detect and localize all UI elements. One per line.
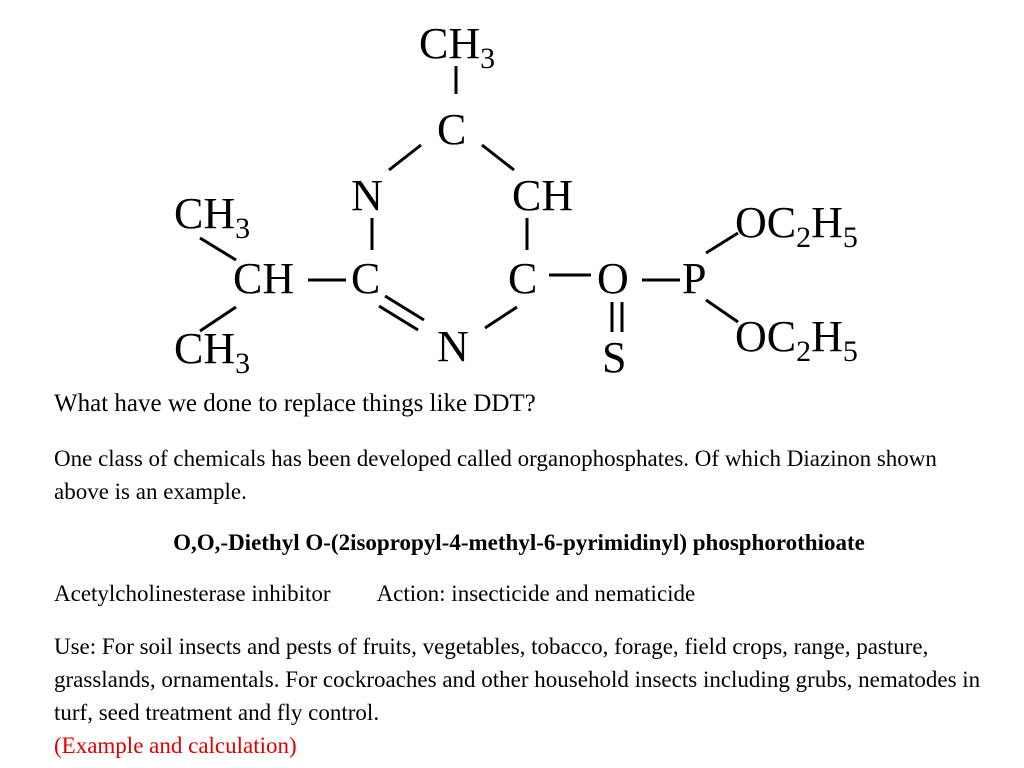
atom-isopropyl-methyl-top: CH3 xyxy=(174,189,250,245)
atom-isopropyl-methyl-bottom: CH3 xyxy=(174,324,250,380)
atom-ring-ch-right: CH xyxy=(512,171,573,220)
intro-paragraph: One class of chemicals has been develope… xyxy=(54,446,937,504)
atom-ethoxy-top: OC2H5 xyxy=(735,198,858,254)
atom-ethoxy-bottom: OC2H5 xyxy=(735,312,858,368)
atom-ring-c-left: C xyxy=(351,254,380,303)
atom-sulfur: S xyxy=(602,333,626,382)
iupac-name: O,O,-Diethyl O-(2isopropyl-4-methyl-6-py… xyxy=(173,530,865,555)
bond-c-left-n-bottom-2 xyxy=(378,304,419,332)
atom-ring-n-left: N xyxy=(351,171,383,220)
bond-n-bottom-c-right xyxy=(484,305,518,330)
use-paragraph: Use: For soil insects and pests of fruit… xyxy=(54,630,984,762)
bond-ch-methyl-top xyxy=(199,236,237,262)
example-link[interactable]: (Example and calculation) xyxy=(54,733,297,758)
atom-phosphorus: P xyxy=(682,254,706,303)
bond-p-ethoxy-top xyxy=(705,231,739,255)
atom-isopropyl-ch: CH xyxy=(233,254,294,303)
bond-c-left-n-bottom-1 xyxy=(384,294,425,322)
bond-c-top-ch-right xyxy=(481,143,515,172)
diazinon-structure: CH3 C N CH C C N CH3 CH CH3 O P S OC2H5 … xyxy=(174,19,858,382)
atom-ester-o: O xyxy=(597,254,629,303)
atom-ring-c-top: C xyxy=(437,105,466,154)
bond-p-ethoxy-bottom xyxy=(705,298,739,324)
action-label: Action: insecticide and nematicide xyxy=(376,581,696,606)
question-heading: What have we done to replace things like… xyxy=(54,390,536,417)
atom-top-methyl: CH3 xyxy=(419,19,495,75)
use-text: Use: For soil insects and pests of fruit… xyxy=(54,634,981,725)
atom-ring-n-bottom: N xyxy=(437,322,469,371)
bond-c-top-n-left xyxy=(388,143,422,172)
bond-ch-methyl-bottom xyxy=(199,305,237,333)
atom-ring-c-right: C xyxy=(508,254,537,303)
inhibitor-label: Acetylcholinesterase inhibitor xyxy=(54,581,331,606)
action-line: Acetylcholinesterase inhibitor Action: in… xyxy=(54,577,984,610)
